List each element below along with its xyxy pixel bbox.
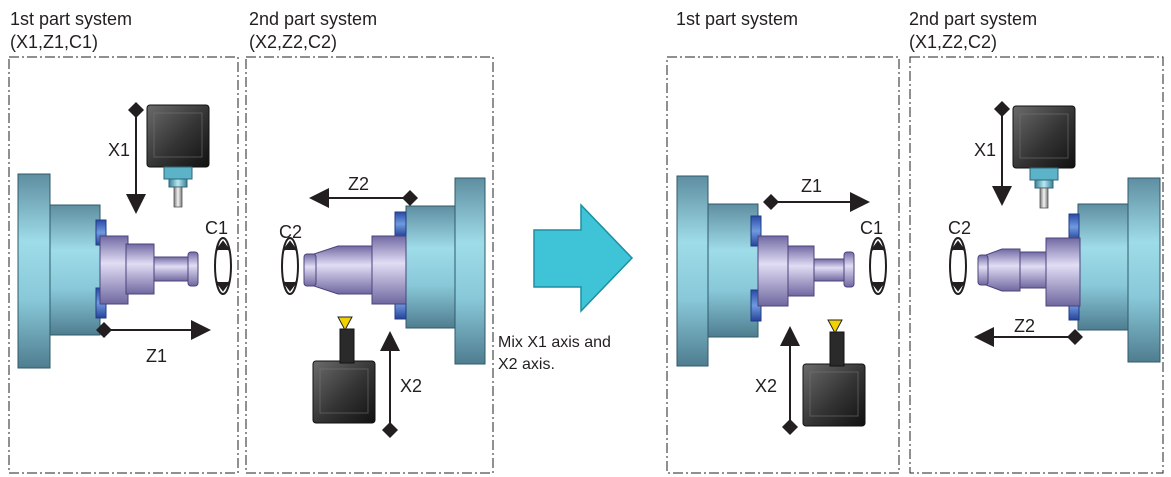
panel-before-1-axes: (X1,Z1,C1) <box>10 32 99 52</box>
after-left-rotation-arrow-icon <box>869 237 887 295</box>
after-right-rotation-arrow-icon <box>949 237 967 295</box>
before-left-spindle <box>17 173 199 369</box>
rotation-arrows <box>214 237 967 295</box>
before-left-rotation-arrow-icon <box>214 237 232 295</box>
panel-before-2-title: 2nd part system <box>249 9 378 29</box>
panel-after-2-axes: (X1,Z2,C2) <box>909 32 998 52</box>
transition-note-line1: Mix X1 axis and <box>498 334 611 351</box>
after-left-c-label: C1 <box>860 218 883 238</box>
panel-frames <box>8 56 1164 474</box>
panel-before-2-axes: (X2,Z2,C2) <box>249 32 338 52</box>
after-right-mill-tool-icon <box>1012 105 1076 209</box>
panel-before-1-title: 1st part system <box>10 9 133 29</box>
transition-note: Mix X1 axis and X2 axis. <box>498 332 658 376</box>
panel-after-1-frame <box>666 56 900 474</box>
before-left-c-label: C1 <box>205 218 228 238</box>
axis-arrows <box>96 101 1083 438</box>
panel-before-2-frame <box>245 56 494 474</box>
after-left-turn-tool-icon <box>802 319 866 427</box>
panel-before-1-frame <box>8 56 239 474</box>
after-left-z-label: Z1 <box>801 176 822 196</box>
before-right-x-label: X2 <box>400 376 422 396</box>
after-right-z-label: Z2 <box>1014 316 1035 336</box>
before-right-z-label: Z2 <box>348 174 369 194</box>
after-right-x-label: X1 <box>974 140 996 160</box>
panel-after-2-title: 2nd part system <box>909 9 1038 29</box>
panel-after-2-frame <box>909 56 1164 474</box>
panel-after-1-title: 1st part system <box>676 9 799 29</box>
before-left-z-label: Z1 <box>146 346 167 366</box>
before-left-x-label: X1 <box>108 140 130 160</box>
before-right-rotation-arrow-icon <box>281 237 299 295</box>
big-right-arrow-icon <box>533 203 634 313</box>
before-right-turn-tool-icon <box>312 316 376 424</box>
before-right-c-label: C2 <box>279 222 302 242</box>
after-left-x-label: X2 <box>755 376 777 396</box>
before-left-mill-tool-icon <box>146 104 210 208</box>
after-left-spindle <box>676 175 855 367</box>
before-right-spindle <box>303 177 486 365</box>
after-right-spindle <box>977 177 1161 363</box>
after-right-c-label: C2 <box>948 218 971 238</box>
transition-note-line2: X2 axis. <box>498 356 555 373</box>
